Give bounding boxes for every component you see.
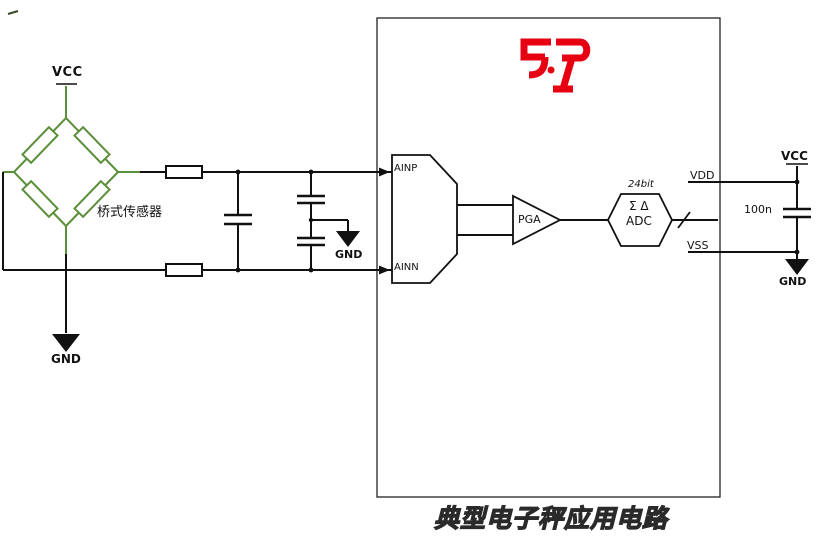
ainn-pin-arrow-icon [379,265,390,275]
signal-wires [2,171,392,271]
power-vcc-label: VCC [781,149,808,163]
series-resistor-top [165,165,203,179]
bridge-gnd-symbol [52,254,80,352]
chip-outline [376,17,721,498]
bridge-resistor [21,179,59,219]
power-gnd-label: GND [779,275,807,288]
bridge-sensor-label: 桥式传感器 [97,205,163,220]
pga-amplifier [512,194,562,246]
bridge-vcc-label: VCC [52,65,83,80]
logo-stroke-1 [520,38,551,61]
pin-ainp-label: AINP [394,163,418,174]
logo-dot [547,66,555,74]
power-rails [688,163,811,259]
adc-label: ADC [626,214,652,228]
bridge-sensor [3,83,140,254]
series-resistor-bottom [165,263,203,277]
bridge-resistor [73,179,111,219]
bridge-resistor [21,125,59,165]
logo-stroke-2 [528,56,549,79]
gnd-triangle-icon [52,334,80,352]
bridge-gnd-label: GND [51,352,81,366]
pin-ainn-label: AINN [394,262,419,273]
bus-slash-icon [677,211,691,229]
brand-logo-icon [520,38,591,93]
bridge-resistor [73,125,111,165]
adc-resolution-label: 24bit [628,179,654,190]
decoupling-cap-value: 100n [744,203,772,216]
figure-caption: 典型电子秤应用电路 [433,504,669,533]
stray-mark [7,10,19,15]
logo-stroke-3 [556,38,591,62]
input-mux-block [391,154,458,284]
filter-gnd-triangle-icon [336,231,360,247]
filter-gnd-label: GND [335,248,363,261]
adc-sigma-delta-label: Σ Δ [629,199,649,213]
pin-vss-label: VSS [687,239,709,252]
power-gnd-triangle-icon [785,259,809,275]
pga-label: PGA [518,213,541,226]
logo-stroke-4 [559,57,576,90]
pin-vdd-label: VDD [690,169,715,182]
ainp-pin-arrow-icon [379,167,390,177]
diff-capacitor [224,172,252,270]
